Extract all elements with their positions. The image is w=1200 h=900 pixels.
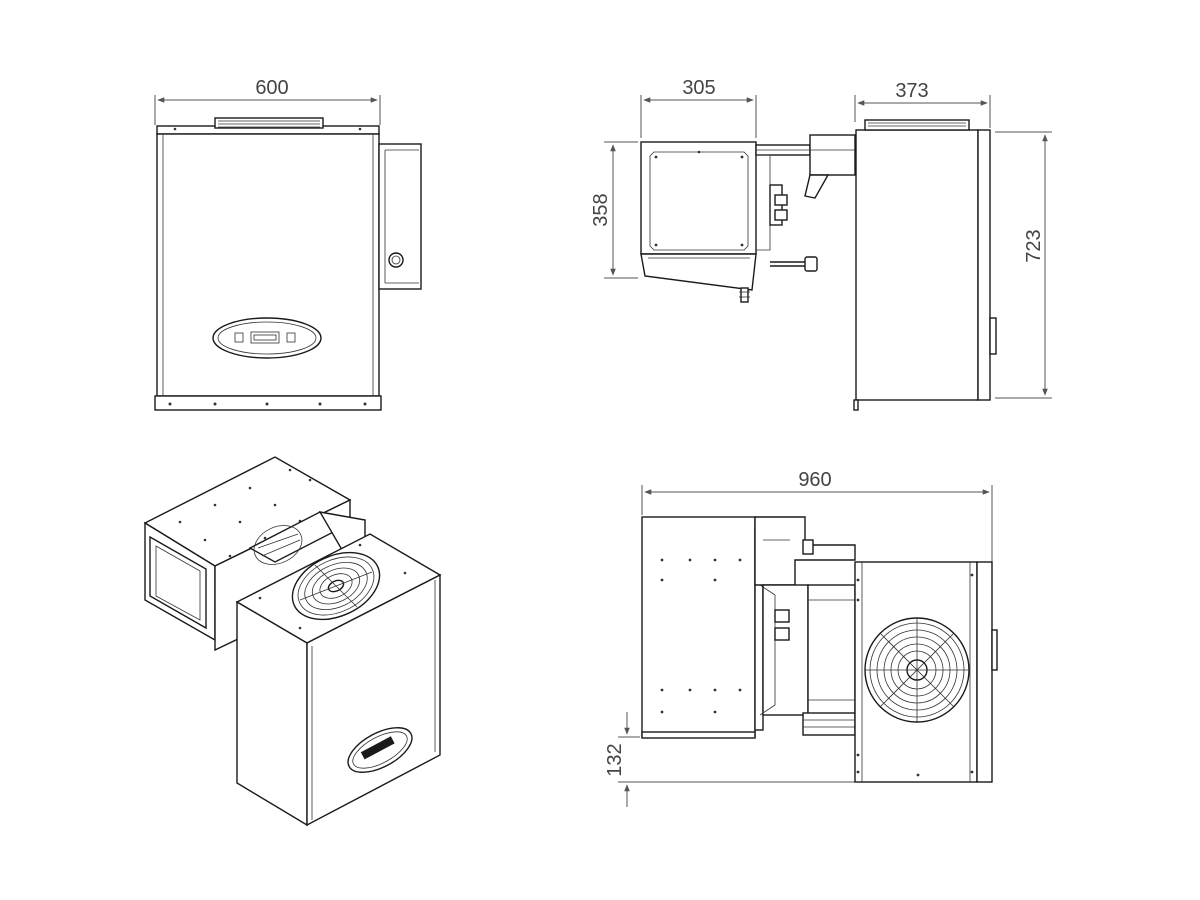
condenser-housing-side xyxy=(855,129,979,401)
fan-top xyxy=(864,617,970,723)
dimension-label-373: 373 xyxy=(895,80,928,102)
dimension-front-width: 600 xyxy=(154,77,381,125)
dimension-evaporator-depth: 305 xyxy=(640,77,757,138)
connecting-duct-side xyxy=(809,134,856,176)
dimension-total-height: 723 xyxy=(995,131,1052,399)
fan-iso xyxy=(291,551,381,621)
evaporator-side xyxy=(640,141,757,255)
dimension-total-width: 960 xyxy=(641,469,993,562)
dimension-condenser-depth: 373 xyxy=(854,80,991,128)
evaporator-top xyxy=(641,516,756,738)
control-panel xyxy=(212,317,322,359)
dimension-label-960: 960 xyxy=(798,469,831,491)
drain-port xyxy=(388,252,404,268)
dimension-label-723: 723 xyxy=(1023,229,1045,262)
side-view: 305 373 358 723 xyxy=(590,77,1052,411)
drip-tray xyxy=(640,253,757,291)
top-grille xyxy=(214,117,324,129)
dimension-label-305: 305 xyxy=(682,77,715,99)
control-panel-iso xyxy=(347,727,413,773)
front-view: 600 xyxy=(154,77,422,411)
top-view: 960 132 xyxy=(604,469,998,807)
dimension-label-600: 600 xyxy=(255,77,288,99)
dimension-evaporator-height: 358 xyxy=(590,141,638,279)
top-grille-side xyxy=(864,119,970,131)
dimension-label-358: 358 xyxy=(590,193,612,226)
dimension-offset: 132 xyxy=(604,712,855,807)
dimension-label-132: 132 xyxy=(604,743,626,776)
condenser-front-iso xyxy=(306,573,441,827)
isometric-view xyxy=(143,456,442,827)
